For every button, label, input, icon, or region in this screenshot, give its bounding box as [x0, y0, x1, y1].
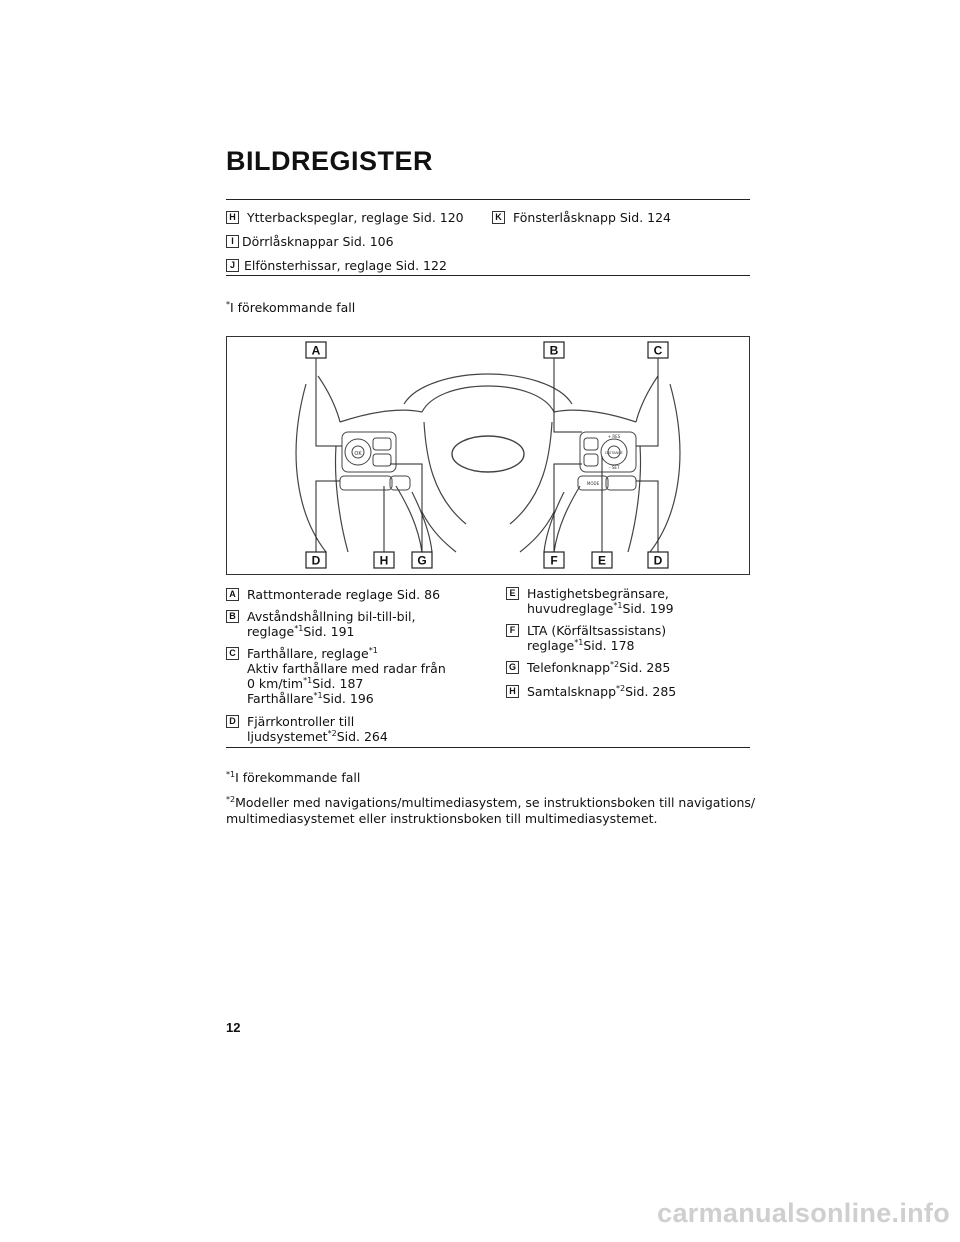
wheel-outline	[295, 373, 681, 553]
entry-text: Ytterbackspeglar, reglage Sid. 120	[247, 210, 464, 225]
svg-text:G: G	[417, 554, 426, 568]
entry-i-door-locks: I Dörrlåsknappar Sid. 106	[226, 234, 394, 249]
callout-g: G	[411, 551, 433, 569]
footnote-2: *2Modeller med navigations/multimediasys…	[226, 794, 756, 826]
callout-d: D	[305, 551, 327, 569]
callout-c: C	[647, 341, 669, 359]
svg-text:DISTANCE: DISTANCE	[605, 451, 622, 455]
entry-text: Dörrlåsknappar Sid. 106	[242, 234, 394, 249]
entry-g-phone-button: G Telefonknapp*2Sid. 285	[506, 660, 670, 675]
svg-text:MODE: MODE	[587, 481, 600, 486]
svg-text:H: H	[380, 554, 389, 568]
divider-top	[226, 199, 750, 200]
entry-e-speed-limiter: E Hastighetsbegränsare,huvudreglage*1Sid…	[506, 586, 674, 616]
callout-e: E	[591, 551, 613, 569]
key-badge: H	[506, 685, 519, 698]
right-switch-pad: + RES DISTANCE – SET MODE	[577, 431, 637, 491]
page-number: 12	[226, 1020, 241, 1035]
svg-text:C: C	[654, 344, 663, 358]
callout-labels: A B C D H G F E D	[305, 341, 669, 569]
key-badge: K	[492, 211, 505, 224]
entry-k-window-lock: K Fönsterlåsknapp Sid. 124	[492, 210, 671, 225]
svg-text:D: D	[312, 554, 321, 568]
entry-f-lta-switch: F LTA (Körfältsassistans)reglage*1Sid. 1…	[506, 623, 666, 653]
key-badge: D	[226, 715, 239, 728]
key-badge: B	[226, 610, 239, 623]
callout-d: D	[647, 551, 669, 569]
key-badge: A	[226, 588, 239, 601]
svg-text:E: E	[598, 554, 606, 568]
page-title: BILDREGISTER	[226, 146, 434, 176]
callout-f: F	[543, 551, 565, 569]
svg-text:A: A	[312, 344, 321, 358]
svg-text:D: D	[654, 554, 663, 568]
key-badge: C	[226, 647, 239, 660]
svg-text:B: B	[550, 344, 559, 358]
entry-h-mirrors: H Ytterbackspeglar, reglage Sid. 120	[226, 210, 464, 225]
leader-lines	[315, 358, 659, 552]
entry-text: Fönsterlåsknapp Sid. 124	[513, 210, 672, 225]
footnote-1: *1I förekommande fall	[226, 769, 361, 785]
key-badge: G	[506, 661, 519, 674]
callout-h: H	[373, 551, 395, 569]
entry-b-distance-control: B Avståndshållning bil-till-bil,reglage*…	[226, 609, 416, 639]
svg-text:+ RES: + RES	[608, 434, 621, 439]
entry-j-windows: J Elfönsterhissar, reglage Sid. 122	[226, 258, 447, 273]
entry-h-talk-button: H Samtalsknapp*2Sid. 285	[506, 684, 676, 699]
key-badge: J	[226, 259, 239, 272]
key-badge: I	[226, 235, 239, 248]
callout-b: B	[543, 341, 565, 359]
key-badge: H	[226, 211, 239, 224]
svg-text:OK: OK	[354, 451, 362, 457]
key-badge: F	[506, 624, 519, 637]
divider-mid	[226, 275, 750, 276]
entry-text: Elfönsterhissar, reglage Sid. 122	[244, 258, 447, 273]
steering-wheel-figure: OK + RES DISTANCE – SET MODE A B C D H G F E D	[226, 336, 750, 575]
svg-text:– SET: – SET	[609, 465, 620, 470]
watermark: carmanualsonline.info	[657, 1198, 950, 1228]
left-switch-pad: OK	[339, 431, 411, 491]
svg-text:F: F	[550, 554, 557, 568]
callout-a: A	[305, 341, 327, 359]
center-emblem	[451, 435, 525, 473]
top-footnote: *I förekommande fall	[226, 299, 356, 315]
divider-bottom	[226, 747, 750, 748]
entry-a-steering-switches: A Rattmonterade reglage Sid. 86	[226, 587, 440, 602]
key-badge: E	[506, 587, 519, 600]
